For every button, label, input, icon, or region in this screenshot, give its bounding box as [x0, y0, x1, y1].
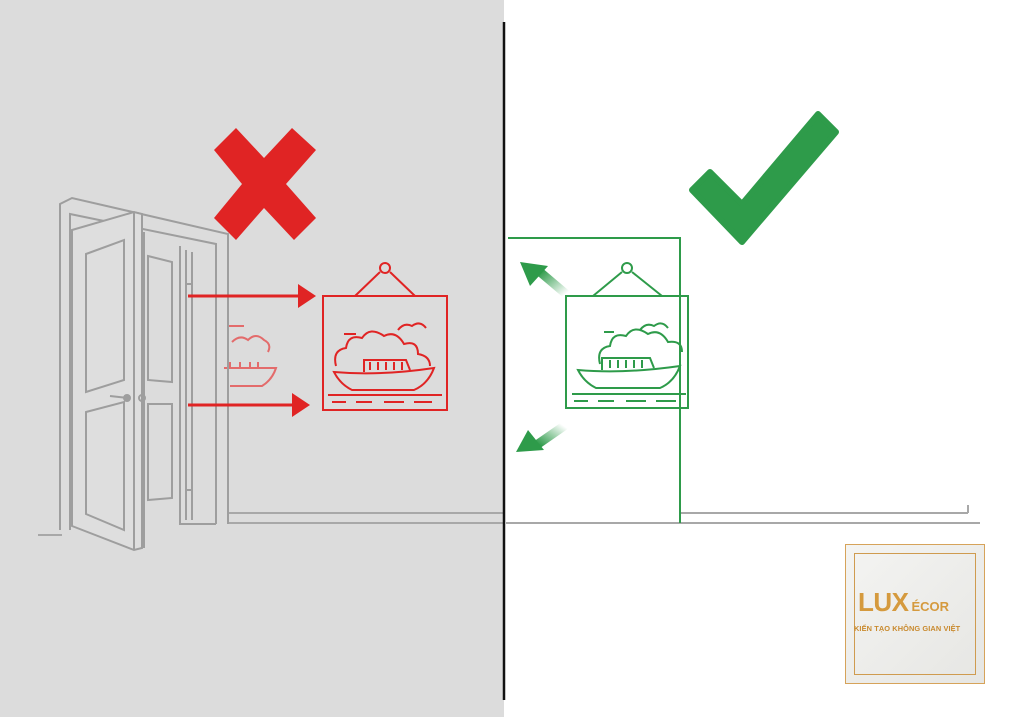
left-panel — [0, 0, 504, 717]
logo-brand-text: LUX — [858, 587, 909, 617]
right-floor-lines — [506, 505, 980, 524]
cross-mark-icon — [214, 128, 316, 240]
left-floor-lines — [38, 512, 504, 536]
logo-frame — [854, 553, 976, 675]
logo-brand-suffix: ÉCOR — [911, 599, 950, 614]
door-icon — [59, 196, 229, 552]
logo-wordmark: LUX ÉCOR — [858, 587, 949, 618]
boat-painting-icon-red — [322, 262, 448, 411]
arrow-icon-green-top — [520, 262, 571, 299]
boat-painting-icon-green — [565, 262, 689, 409]
check-mark-icon — [689, 111, 839, 245]
brand-logo: LUX ÉCOR KIẾN TẠO KHÔNG GIAN VIỆT — [845, 544, 985, 684]
arrow-head-top — [298, 284, 316, 308]
arrow-head-bottom — [292, 393, 310, 417]
left-arrows — [188, 284, 316, 417]
arrow-icon-green-bottom — [516, 421, 569, 452]
ghost-painting-icon — [224, 325, 278, 387]
right-panel — [506, 111, 980, 524]
logo-tagline: KIẾN TẠO KHÔNG GIAN VIỆT — [854, 624, 961, 633]
wall-outline — [508, 237, 681, 523]
